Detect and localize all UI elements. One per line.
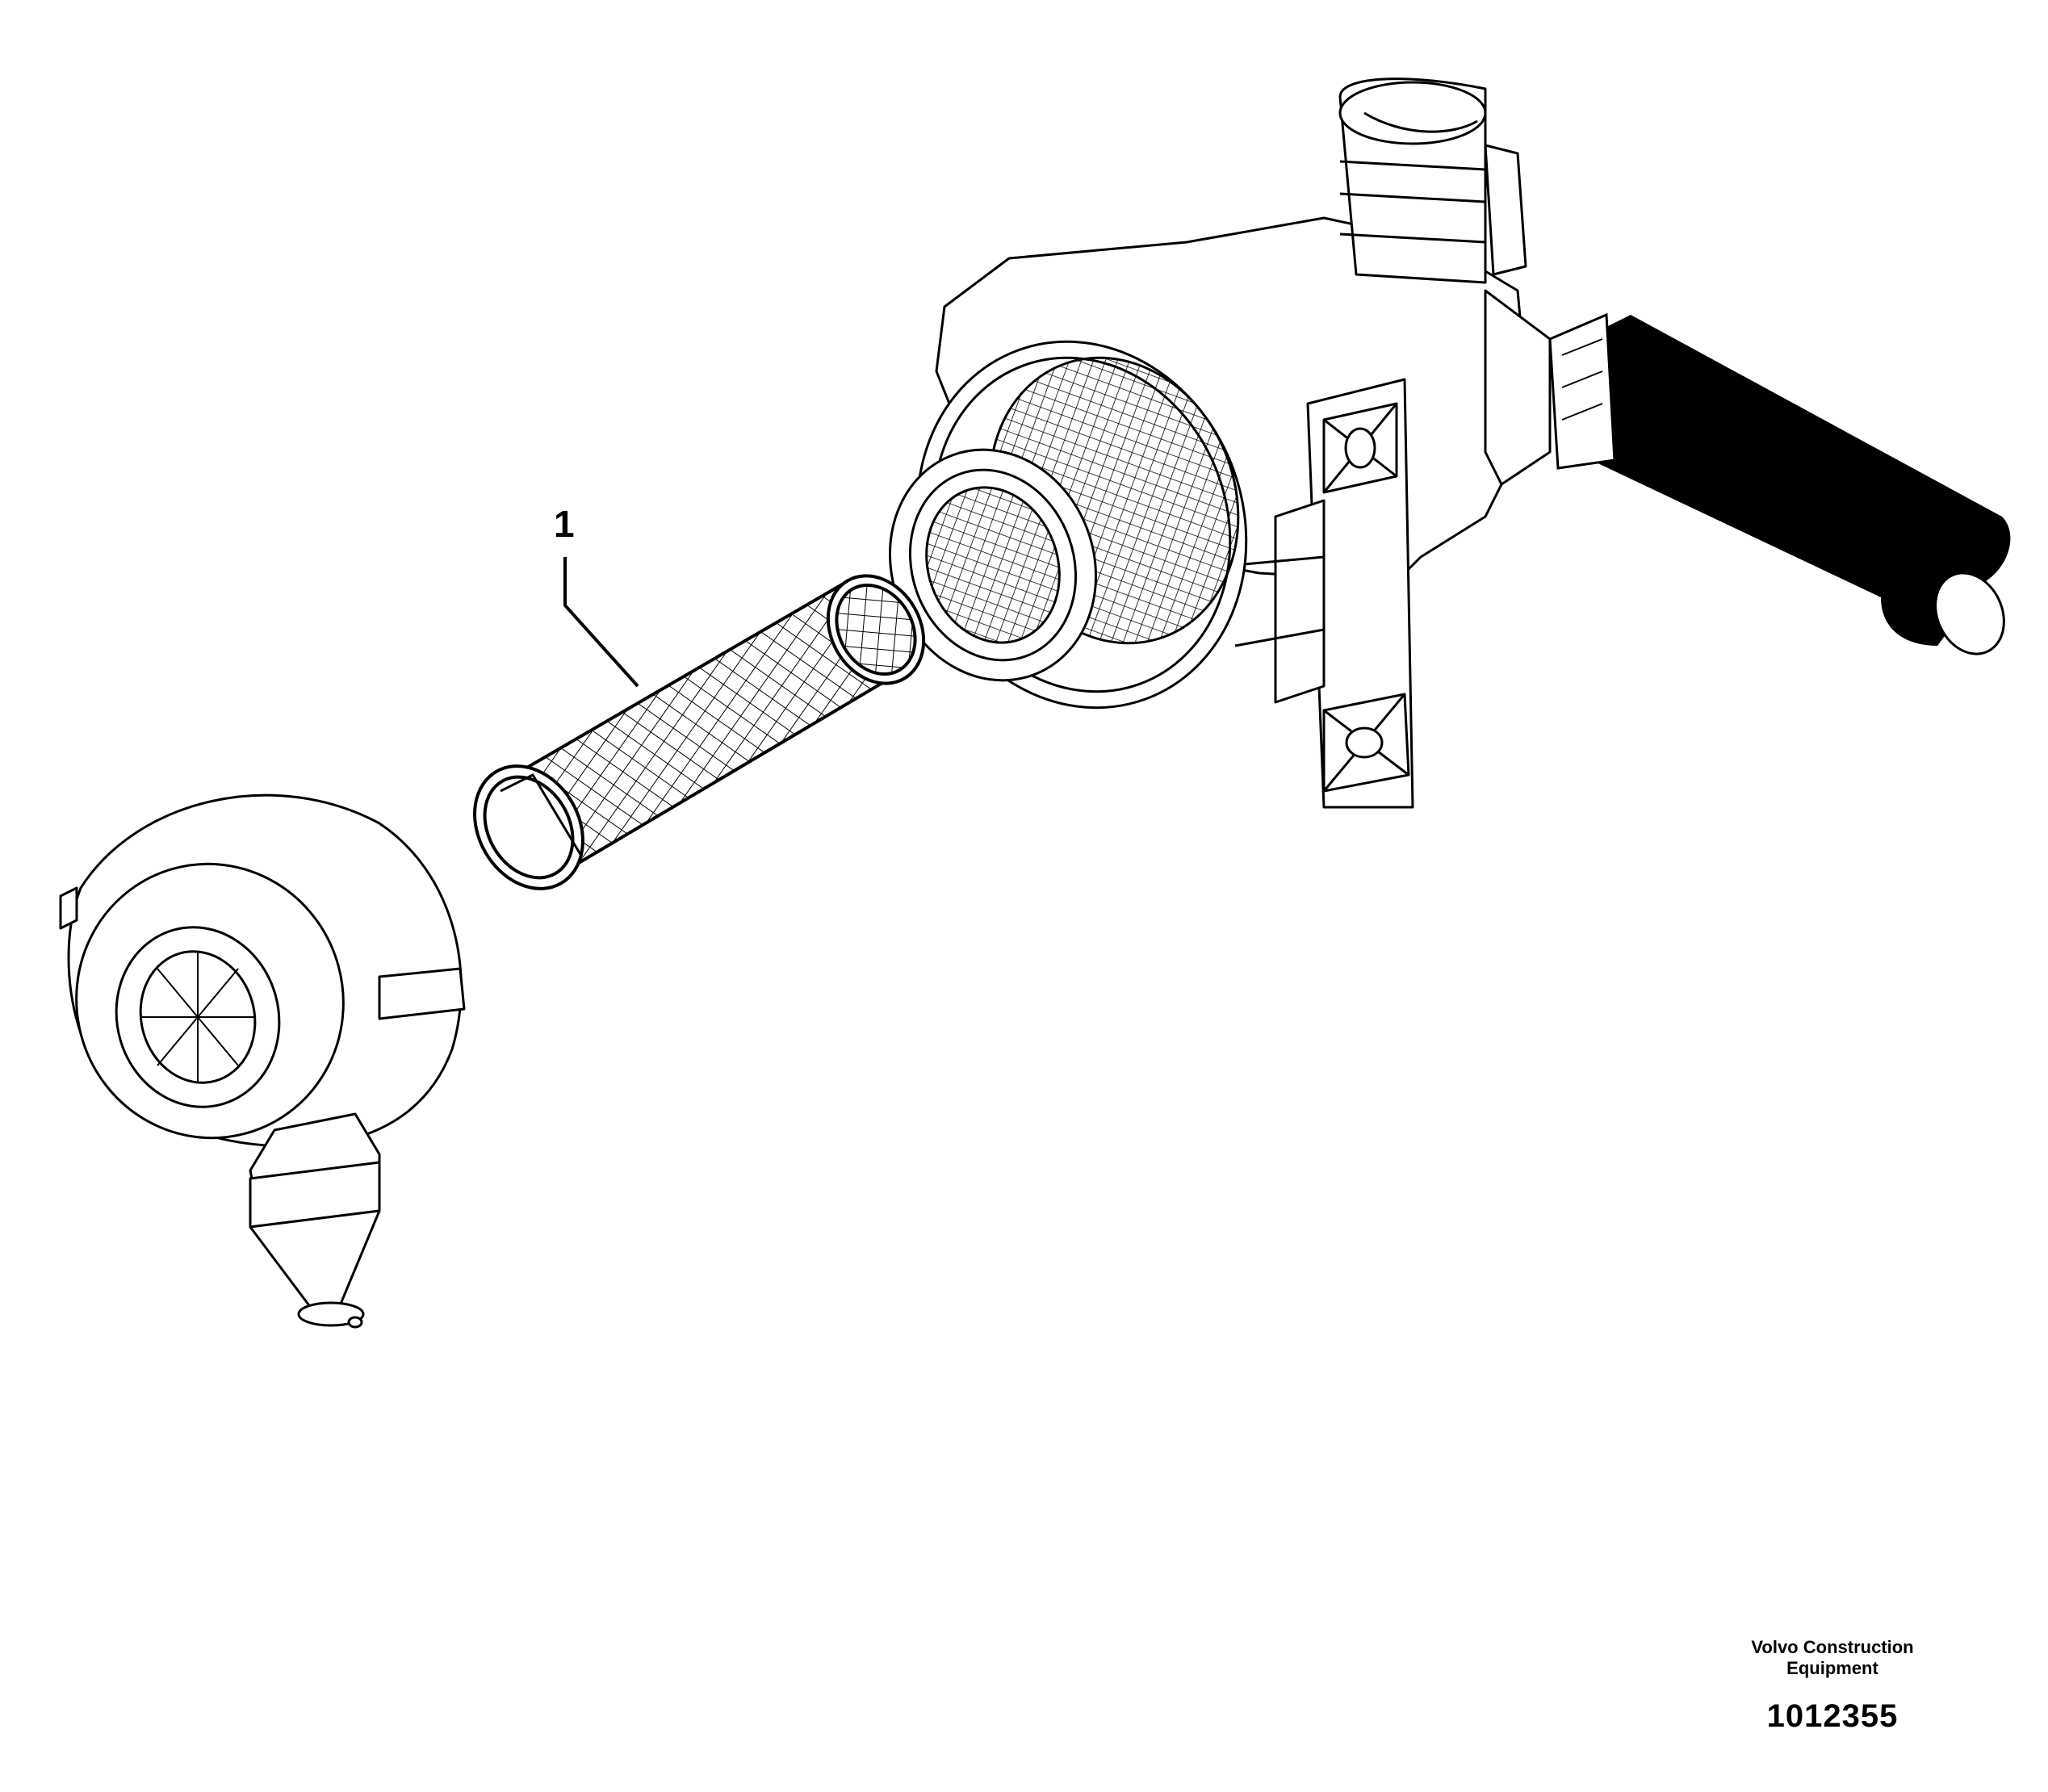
- filter-housing: [888, 77, 1552, 809]
- filter-element-part-1: [473, 574, 926, 890]
- publisher-block: Volvo Construction Equipment 1012355: [1719, 1637, 1945, 1735]
- callout-label-1: 1: [554, 503, 575, 545]
- intake-hose: [1548, 312, 2011, 655]
- brand-line-2: Equipment: [1786, 1658, 1878, 1678]
- end-cover: [59, 793, 466, 1329]
- callout-leader-1: [563, 557, 639, 688]
- drawing-number: 1012355: [1766, 1698, 1899, 1734]
- brand-line-1: Volvo Construction: [1751, 1637, 1914, 1657]
